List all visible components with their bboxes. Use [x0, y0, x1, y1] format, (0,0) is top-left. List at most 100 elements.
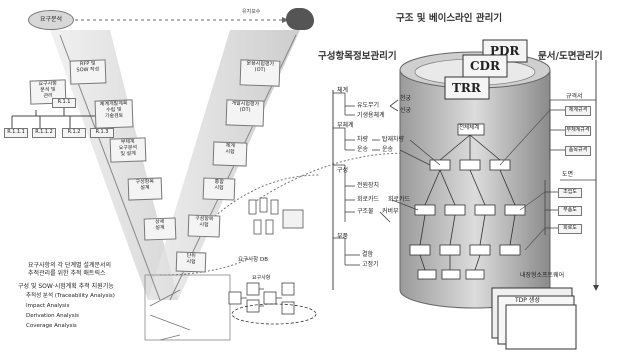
config-node — [504, 204, 526, 216]
config-node — [441, 269, 461, 280]
tree-power-unit: 전원장치 — [357, 182, 380, 189]
trace-curve-2 — [199, 174, 321, 231]
v-box-unit-test: 단위 시험 — [175, 251, 207, 273]
flow-node — [281, 282, 295, 296]
v-box-dt: 개발시험평가 (DT) — [225, 99, 265, 127]
config-node — [465, 269, 485, 280]
right-tree-arrow — [593, 285, 599, 291]
req-id-2: R.1.1.1 — [4, 128, 28, 138]
embedded-sw-label: 내장형소프트웨어 — [520, 272, 565, 279]
v-box-item-design: 구성항목 설계 — [127, 177, 163, 201]
config-link — [474, 254, 481, 271]
doc-spec-subsystem: 부체계규격 — [565, 126, 591, 136]
trace-support-heading: 구성 및 SOW·시험계획 추적 지원기능 — [18, 283, 114, 290]
doc-circuit-drawing: 회로도 — [558, 224, 582, 234]
v-box-rfp: RFP 및 SOW 작성 — [69, 59, 107, 85]
doc-spec-system: 체계규격 — [565, 106, 591, 116]
tree-structure: 구조물 — [357, 208, 374, 215]
bullet-impact: Impact Analysis — [26, 303, 70, 309]
req-db-box — [248, 199, 257, 215]
left-tree-branch — [409, 139, 441, 166]
flow-node — [281, 301, 295, 315]
config-link — [469, 134, 501, 161]
req-db-box — [265, 219, 274, 235]
bullet-coverage: Coverage Analysis — [26, 323, 77, 329]
top-left-oval-label: 요구분석 — [39, 16, 63, 23]
config-link — [419, 254, 426, 271]
tree-subsystem: 부체계 — [337, 122, 354, 129]
flow-highlight-ellipse — [231, 303, 317, 325]
config-info-title: 구성항목정보관리기 — [318, 51, 397, 62]
req-db-label: 요구사항 DB — [238, 257, 268, 263]
config-node — [469, 244, 491, 256]
tree-singung: 신궁 — [400, 107, 412, 114]
tree-vehicle: 차량 — [357, 136, 369, 143]
v-box-sys-plan: 체계개발계획 수립 및 기술검토 — [94, 99, 134, 129]
config-link — [439, 169, 456, 206]
cross-link — [519, 191, 546, 211]
config-node — [409, 244, 431, 256]
tdp-card-front — [505, 304, 577, 350]
tree-cheongung: 천궁 — [400, 95, 412, 102]
tree-circuit-card: 회로카드 — [357, 196, 380, 203]
cross-link — [499, 109, 551, 166]
config-link — [509, 214, 516, 246]
matrix-frame — [144, 274, 231, 341]
left-tree-branch — [399, 149, 431, 166]
v-box-detail-design: 상세 설계 — [143, 217, 177, 241]
tree-fixture: 고정기 — [362, 261, 379, 268]
config-node — [474, 204, 496, 216]
config-link — [419, 214, 426, 246]
config-link — [449, 214, 456, 246]
doc-assembly-drawing: 조립도 — [558, 188, 582, 198]
doc-spec-item: 품목규격 — [565, 146, 591, 156]
config-node — [499, 244, 521, 256]
doc-parts-drawing: 부품도 — [558, 206, 582, 216]
req-id-3: R.1.1.2 — [32, 128, 56, 138]
v-box-sys-test: 체계 시험 — [212, 141, 248, 167]
req-id-1: R.1.1 — [52, 98, 76, 108]
v-box-ot: 운용시험평가 (OT) — [239, 59, 281, 87]
top-arrow-head — [282, 17, 289, 23]
cdr-label: CDR — [470, 59, 500, 73]
tree-transport-child: 운송 — [382, 146, 394, 153]
config-node — [417, 269, 437, 280]
left-tree-branch — [391, 199, 419, 211]
matrix-link — [159, 334, 181, 341]
system-node-label: 전체체계 — [459, 125, 480, 131]
top-dashed-label: 유지보수 — [242, 9, 261, 15]
tree-transport: 운송 — [357, 146, 369, 153]
config-mgr-title: 구조 및 베이스라인 관리기 — [396, 13, 503, 24]
flow-links — [241, 288, 282, 307]
config-node — [459, 159, 481, 171]
doc-spec-group: 규격서 — [566, 93, 583, 100]
trr-block — [444, 76, 490, 100]
doc-drawing-group: 도면 — [562, 171, 574, 178]
trace-matrix-heading: 요구사항의 각 단계별 설계문서의 추적관리를 위한 추적 매트릭스 — [28, 262, 112, 277]
tree-defect: 결함 — [362, 251, 374, 258]
config-link — [479, 214, 486, 246]
flow-node — [263, 291, 277, 305]
bullet-traceability: 추적성 분석 (Traceability Analysis) — [26, 293, 115, 299]
flow-node — [246, 299, 260, 313]
left-tree-branch — [379, 211, 391, 223]
v-box-integ-test: 통합 시험 — [202, 177, 236, 201]
config-link — [469, 169, 486, 206]
v-box-subsystem: 부체계 요구분석 및 설계 — [109, 137, 147, 163]
config-node — [444, 204, 466, 216]
tree-cover: 커버부 — [382, 208, 399, 215]
req-id-4: R.1.2 — [62, 128, 86, 138]
top-left-oval: 요구분석 — [28, 10, 74, 30]
config-link — [424, 169, 441, 206]
req-db-box — [282, 209, 304, 229]
left-tree-branch — [389, 99, 399, 107]
trace-curve-3 — [159, 257, 251, 276]
left-tree-branch — [389, 105, 399, 112]
req-flow-label: 요구사항 — [252, 275, 271, 281]
flow-node — [228, 291, 242, 305]
tree-mounted-vehicle: 탑재차량 — [382, 136, 405, 143]
bullet-derivation: Derivation Analysis — [26, 313, 79, 319]
req-db-box — [270, 199, 279, 215]
tree-system: 체계 — [337, 87, 349, 94]
flow-node — [246, 282, 260, 296]
